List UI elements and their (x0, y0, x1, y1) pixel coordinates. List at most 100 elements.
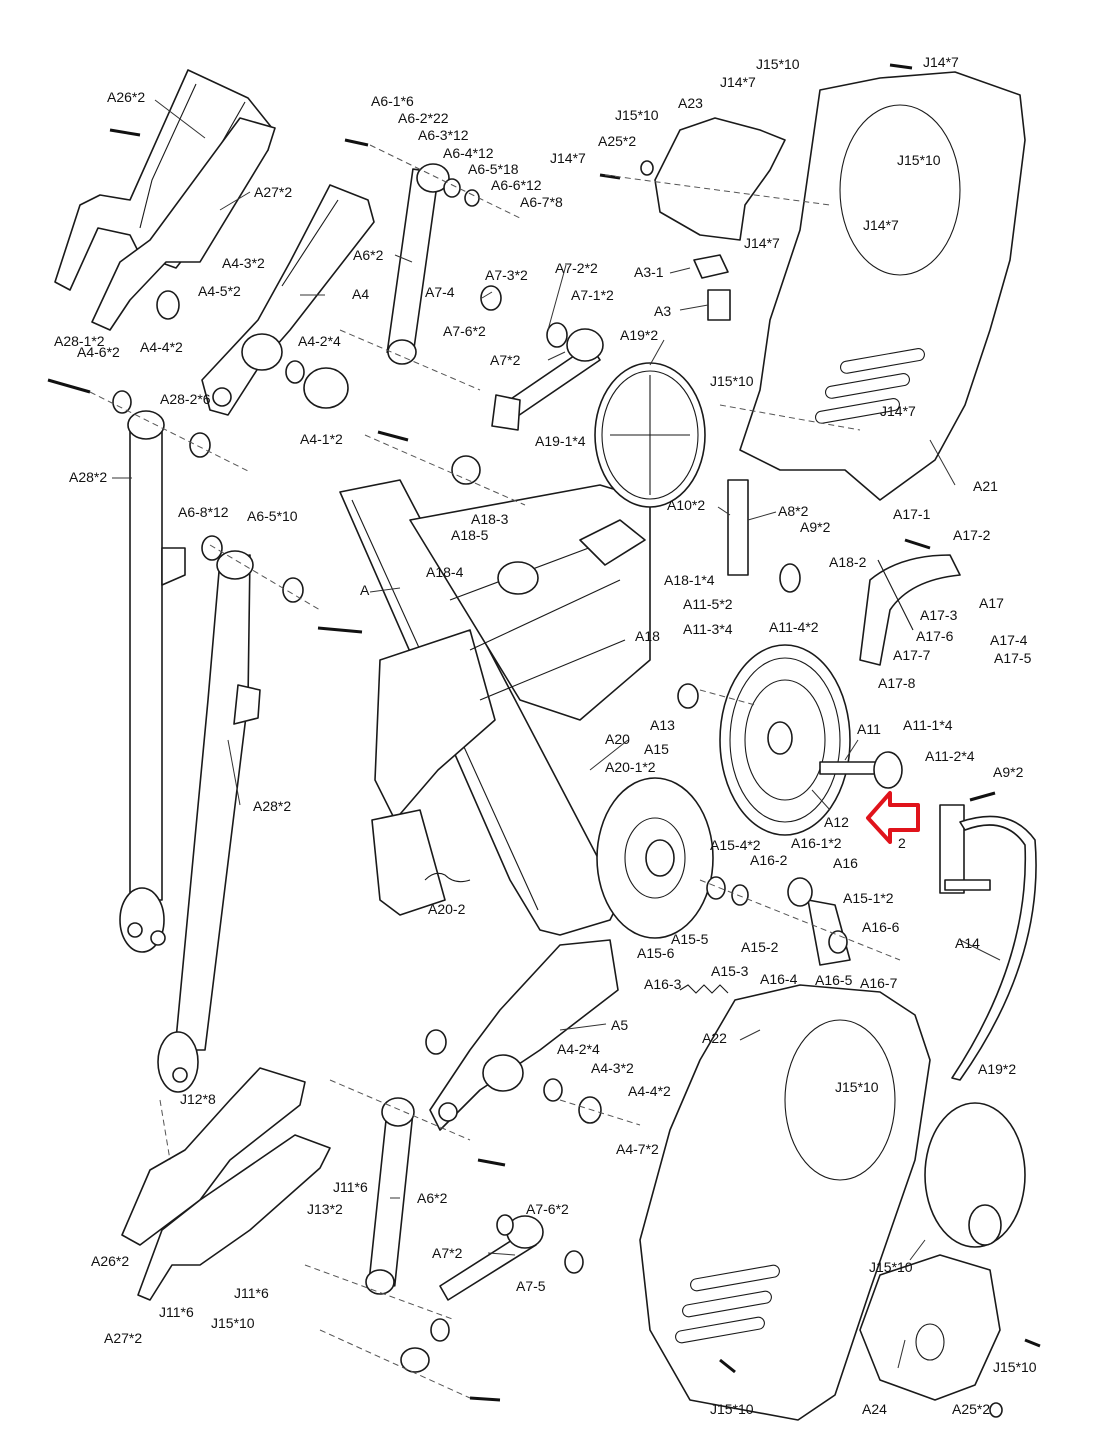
label-a7-top: A7*2 (490, 352, 521, 368)
part-labels: A26*2 A27*2 A28-1*2 A4-6*2 A4-4*2 A4-5*2… (54, 54, 1037, 1417)
label-j15-bottom: J15*10 (710, 1401, 754, 1417)
leader-lines (112, 99, 1001, 1369)
label-a25-low: A25*2 (952, 1401, 990, 1417)
label-j11-mid: J11*6 (333, 1179, 368, 1195)
label-a17: A17 (979, 595, 1004, 611)
label-a6-3: A6-3*12 (418, 127, 469, 143)
label-a26-top: A26*2 (107, 89, 145, 105)
label-a28-2: A28-2*6 (160, 391, 211, 407)
pulley-a19-lower (924, 1102, 1026, 1248)
label-a15: A15 (644, 741, 669, 757)
label-j14-top2: J14*7 (720, 74, 756, 90)
label-a6-5-low: A6-5*10 (247, 508, 298, 524)
main-frame-a (339, 479, 651, 936)
label-a19-top: A19*2 (620, 327, 658, 343)
label-j15-a24: J15*10 (993, 1359, 1037, 1375)
label-a16-2: A16-2 (750, 852, 788, 868)
bushing-a4-1 (241, 333, 349, 409)
curved-plate-a17 (859, 554, 961, 666)
label-a17-2: A17-2 (953, 527, 991, 543)
label-a4-5: A4-5*2 (198, 283, 241, 299)
label-a4-4-low: A4-4*2 (628, 1083, 671, 1099)
label-j14-left: J14*7 (550, 150, 586, 166)
label-a18-3: A18-3 (471, 511, 509, 527)
label-a15-1: A15-1*2 (843, 890, 894, 906)
label-a4-6: A4-6*2 (77, 344, 120, 360)
label-a9-mid: A9*2 (993, 764, 1024, 780)
label-j14-top: J14*7 (923, 54, 959, 70)
label-a18-4: A18-4 (426, 564, 464, 580)
label-a19-1: A19-1*4 (535, 433, 586, 449)
handlebar-tube-a28-left (119, 410, 186, 953)
label-a16-6: A16-6 (862, 919, 900, 935)
label-a4-1: A4-1*2 (300, 431, 343, 447)
idler-a16 (787, 877, 851, 966)
label-a24: A24 (862, 1401, 887, 1417)
label-a6-top: A6*2 (353, 247, 384, 263)
label-a16-5: A16-5 (815, 972, 853, 988)
link-a6-upper (386, 163, 450, 365)
label-a17-4: A17-4 (990, 632, 1028, 648)
shroud-a23 (654, 117, 786, 241)
label-j12: J12*8 (180, 1091, 216, 1107)
label-j15-low-right: J15*10 (869, 1259, 913, 1275)
side-cover-a22 (639, 984, 931, 1421)
swing-arm-a5-lower (429, 939, 619, 1131)
label-a16-3: A16-3 (644, 976, 682, 992)
link-a7-upper (491, 328, 604, 431)
label-a20-2: A20-2 (428, 901, 466, 917)
label-a17-5: A17-5 (994, 650, 1032, 666)
label-a23: A23 (678, 95, 703, 111)
label-j13: J13*2 (307, 1201, 343, 1217)
label-a4-4-top: A4-4*2 (140, 339, 183, 355)
handlebar-tube-a28-center (157, 550, 261, 1093)
label-a28-center: A28*2 (253, 798, 291, 814)
label-a16: A16 (833, 855, 858, 871)
label-a-frame: A (360, 582, 370, 598)
label-a21: A21 (973, 478, 998, 494)
label-j15-low-a: J15*10 (211, 1315, 255, 1331)
label-a7-2: A7-2*2 (555, 260, 598, 276)
wheel-a15 (596, 777, 714, 939)
label-a20: A20 (605, 731, 630, 747)
label-a4-2: A4-2*4 (298, 333, 341, 349)
label-a22: A22 (702, 1030, 727, 1046)
belt-a14 (951, 815, 1037, 1081)
label-a28-1: A28-1*2 (54, 333, 105, 349)
label-j15-a22: J15*10 (835, 1079, 879, 1095)
label-a15-3: A15-3 (711, 963, 749, 979)
label-a7-3: A7-3*2 (485, 267, 528, 283)
pulley-a19-upper (594, 362, 706, 508)
pedal-arm-a26-lower (121, 1067, 306, 1246)
label-a6-6: A6-6*12 (491, 177, 542, 193)
label-a15-6: A15-6 (637, 945, 675, 961)
label-a7-6-top: A7-6*2 (443, 323, 486, 339)
label-a11-5: A11-5*2 (683, 596, 733, 612)
label-a6-low: A6*2 (417, 1190, 448, 1206)
label-a7-1: A7-1*2 (571, 287, 614, 303)
label-a6-2: A6-2*22 (398, 110, 449, 126)
pedal-a27-upper (91, 117, 276, 331)
tensioner-a9 (939, 804, 991, 894)
label-a18-1: A18-1*4 (664, 572, 715, 588)
flywheel-a11 (719, 644, 903, 836)
bracket-a8 (727, 479, 749, 576)
label-j15-top1: J15*10 (615, 107, 659, 123)
label-a6-5: A6-5*18 (468, 161, 519, 177)
label-a4: A4 (352, 286, 369, 302)
label-j11-a: J11*6 (234, 1285, 269, 1301)
label-a18-2: A18-2 (829, 554, 867, 570)
label-a26-low: A26*2 (91, 1253, 129, 1269)
label-two: 2 (898, 835, 906, 851)
label-a17-1: A17-1 (893, 506, 931, 522)
label-a7-6-low: A7-6*2 (526, 1201, 569, 1217)
label-a17-3: A17-3 (920, 607, 958, 623)
label-j11-b: J11*6 (159, 1304, 194, 1320)
label-a15-5: A15-5 (671, 931, 709, 947)
label-a11-3: A11-3*4 (683, 621, 733, 637)
label-a19-low: A19*2 (978, 1061, 1016, 1077)
label-a11-2: A11-2*4 (925, 748, 975, 764)
label-a20-1: A20-1*2 (605, 759, 656, 775)
label-a12: A12 (824, 814, 849, 830)
